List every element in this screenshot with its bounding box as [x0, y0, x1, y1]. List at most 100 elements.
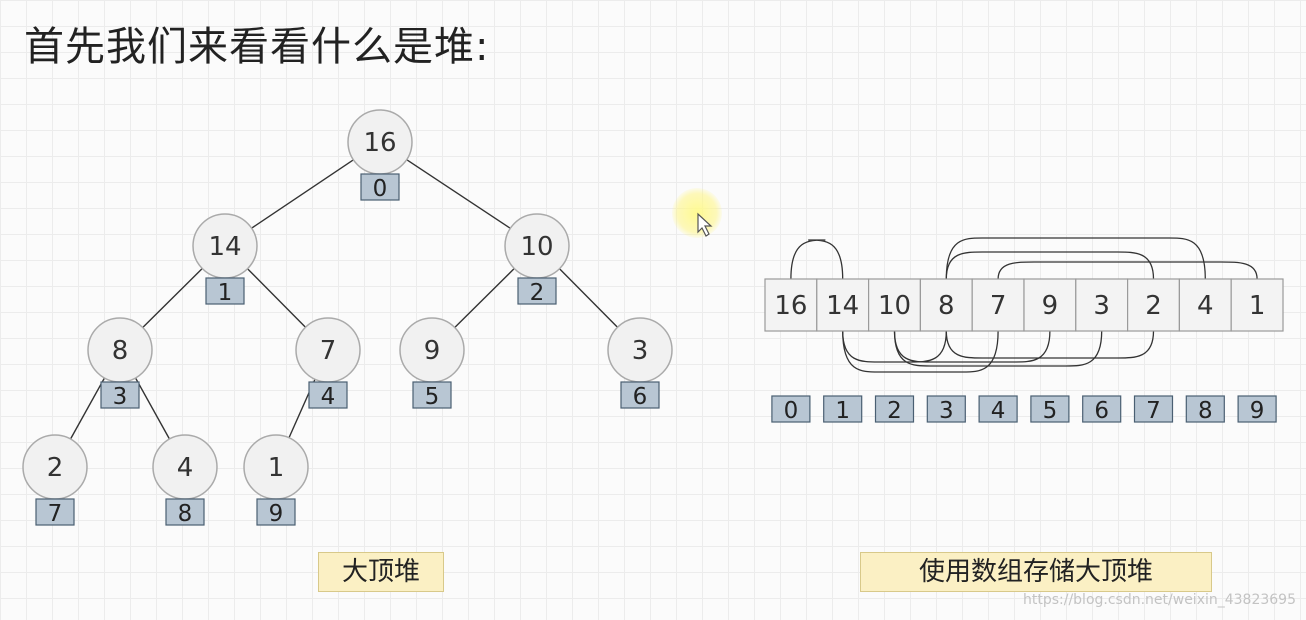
array-cell: 16	[764, 278, 818, 332]
tree-node-value: 2	[47, 453, 64, 483]
tree-node-index: 3	[113, 384, 128, 410]
tree-node-index-box	[205, 277, 245, 305]
tree-node: 95	[399, 317, 465, 410]
tree-node-value: 3	[632, 336, 649, 366]
array-link-top	[790, 239, 844, 280]
array-link-top	[945, 251, 1155, 280]
array-index-box	[771, 395, 811, 423]
tree-node-index-box	[517, 277, 557, 305]
tree-node-index: 0	[373, 176, 388, 202]
array-link-bottom	[842, 330, 999, 373]
array-index-box	[978, 395, 1018, 423]
array-index-box	[1082, 395, 1122, 423]
array-cell: 3	[1075, 278, 1129, 332]
array-cell-box	[1126, 278, 1180, 332]
array-link-bottom	[893, 330, 1103, 367]
array-index-box	[1030, 395, 1070, 423]
tree-node-index-box	[35, 498, 75, 526]
tree-node: 74	[295, 317, 361, 410]
tree-node: 27	[22, 434, 88, 527]
array-index: 4	[978, 395, 1018, 424]
tree-node-value: 1	[268, 453, 285, 483]
tree-node-index: 4	[321, 384, 336, 410]
array-link-top	[945, 237, 1206, 280]
tree-node-index-box	[620, 381, 660, 409]
array-index: 3	[926, 395, 966, 424]
array-index: 7	[1133, 395, 1174, 424]
tree-node-index: 1	[218, 280, 233, 306]
array-cell-value: 16	[774, 291, 807, 321]
array-cell-box	[1230, 278, 1284, 332]
array-index-value: 3	[939, 398, 954, 424]
tree-node: 19	[243, 434, 309, 527]
tree-node: 14 1	[192, 213, 258, 306]
array-cell-value: 4	[1197, 291, 1214, 321]
array-cell-value: 9	[1042, 291, 1059, 321]
tree-node: 102	[504, 213, 570, 306]
array-index-value: 7	[1146, 398, 1161, 424]
array-index-box	[1185, 395, 1225, 423]
tree-node: 16 0	[347, 109, 413, 202]
tree-edge	[247, 268, 306, 328]
tree-node-index-box	[308, 381, 348, 409]
array-cell: 1	[1230, 278, 1284, 332]
array-cell: 14	[816, 278, 870, 332]
array-index-value: 1	[835, 398, 850, 424]
tree-node-value: 7	[320, 336, 337, 366]
array-index: 9	[1237, 395, 1277, 424]
array-index: 8	[1185, 395, 1225, 424]
array-index-value: 6	[1094, 398, 1109, 424]
array-cell-box	[816, 278, 870, 332]
array-index: 0	[771, 395, 811, 424]
array-index: 1	[823, 395, 863, 424]
array-index: 6	[1082, 395, 1122, 424]
array-cell-value: 10	[878, 291, 911, 321]
array-index-value: 2	[887, 398, 902, 424]
array-link-bottom	[893, 330, 1051, 363]
array-index: 2	[874, 395, 915, 424]
array-cell-box	[867, 278, 921, 332]
tree-node-index: 8	[178, 501, 193, 527]
tree-edge	[142, 268, 203, 328]
tree-caption: 大顶堆	[318, 552, 444, 592]
tree-edge	[559, 268, 618, 328]
tree-edge	[251, 159, 354, 229]
tree-node-index: 5	[425, 384, 440, 410]
tree-node: 48	[152, 434, 218, 527]
tree-node-index-box	[165, 498, 205, 526]
array-cell-box	[971, 278, 1025, 332]
tree-node-index: 2	[530, 280, 545, 306]
tree-node-index: 7	[48, 501, 63, 527]
tree-node-value: 4	[177, 453, 194, 483]
tree-node: 83	[87, 317, 153, 410]
tree-node-value: 16	[363, 128, 396, 158]
array-index-value: 8	[1198, 398, 1213, 424]
tree-edge	[134, 377, 171, 440]
array-link-bottom	[945, 330, 1155, 359]
tree-node: 36	[607, 317, 673, 410]
tree-edge	[69, 377, 106, 440]
tree-edge	[454, 268, 515, 328]
array-index-value: 0	[784, 398, 799, 424]
cursor-highlight	[672, 188, 722, 238]
array-index-value: 9	[1250, 398, 1265, 424]
array-link-top	[997, 261, 1258, 280]
page-title: 首先我们来看看什么是堆:	[24, 24, 490, 70]
array-index-box	[823, 395, 863, 423]
array-index-box	[874, 395, 915, 423]
tree-node-index: 6	[633, 384, 648, 410]
array-index-value: 5	[1043, 398, 1058, 424]
array-cell: 7	[971, 278, 1025, 332]
tree-node-value: 14	[208, 232, 241, 262]
array-caption: 使用数组存储大顶堆	[860, 552, 1212, 592]
array-cell: 10	[867, 278, 921, 332]
array-cell-box	[764, 278, 818, 332]
array-cell: 4	[1178, 278, 1232, 332]
array-cell-box	[1075, 278, 1129, 332]
array-cell-value: 8	[938, 291, 955, 321]
array-cell-value: 14	[826, 291, 859, 321]
